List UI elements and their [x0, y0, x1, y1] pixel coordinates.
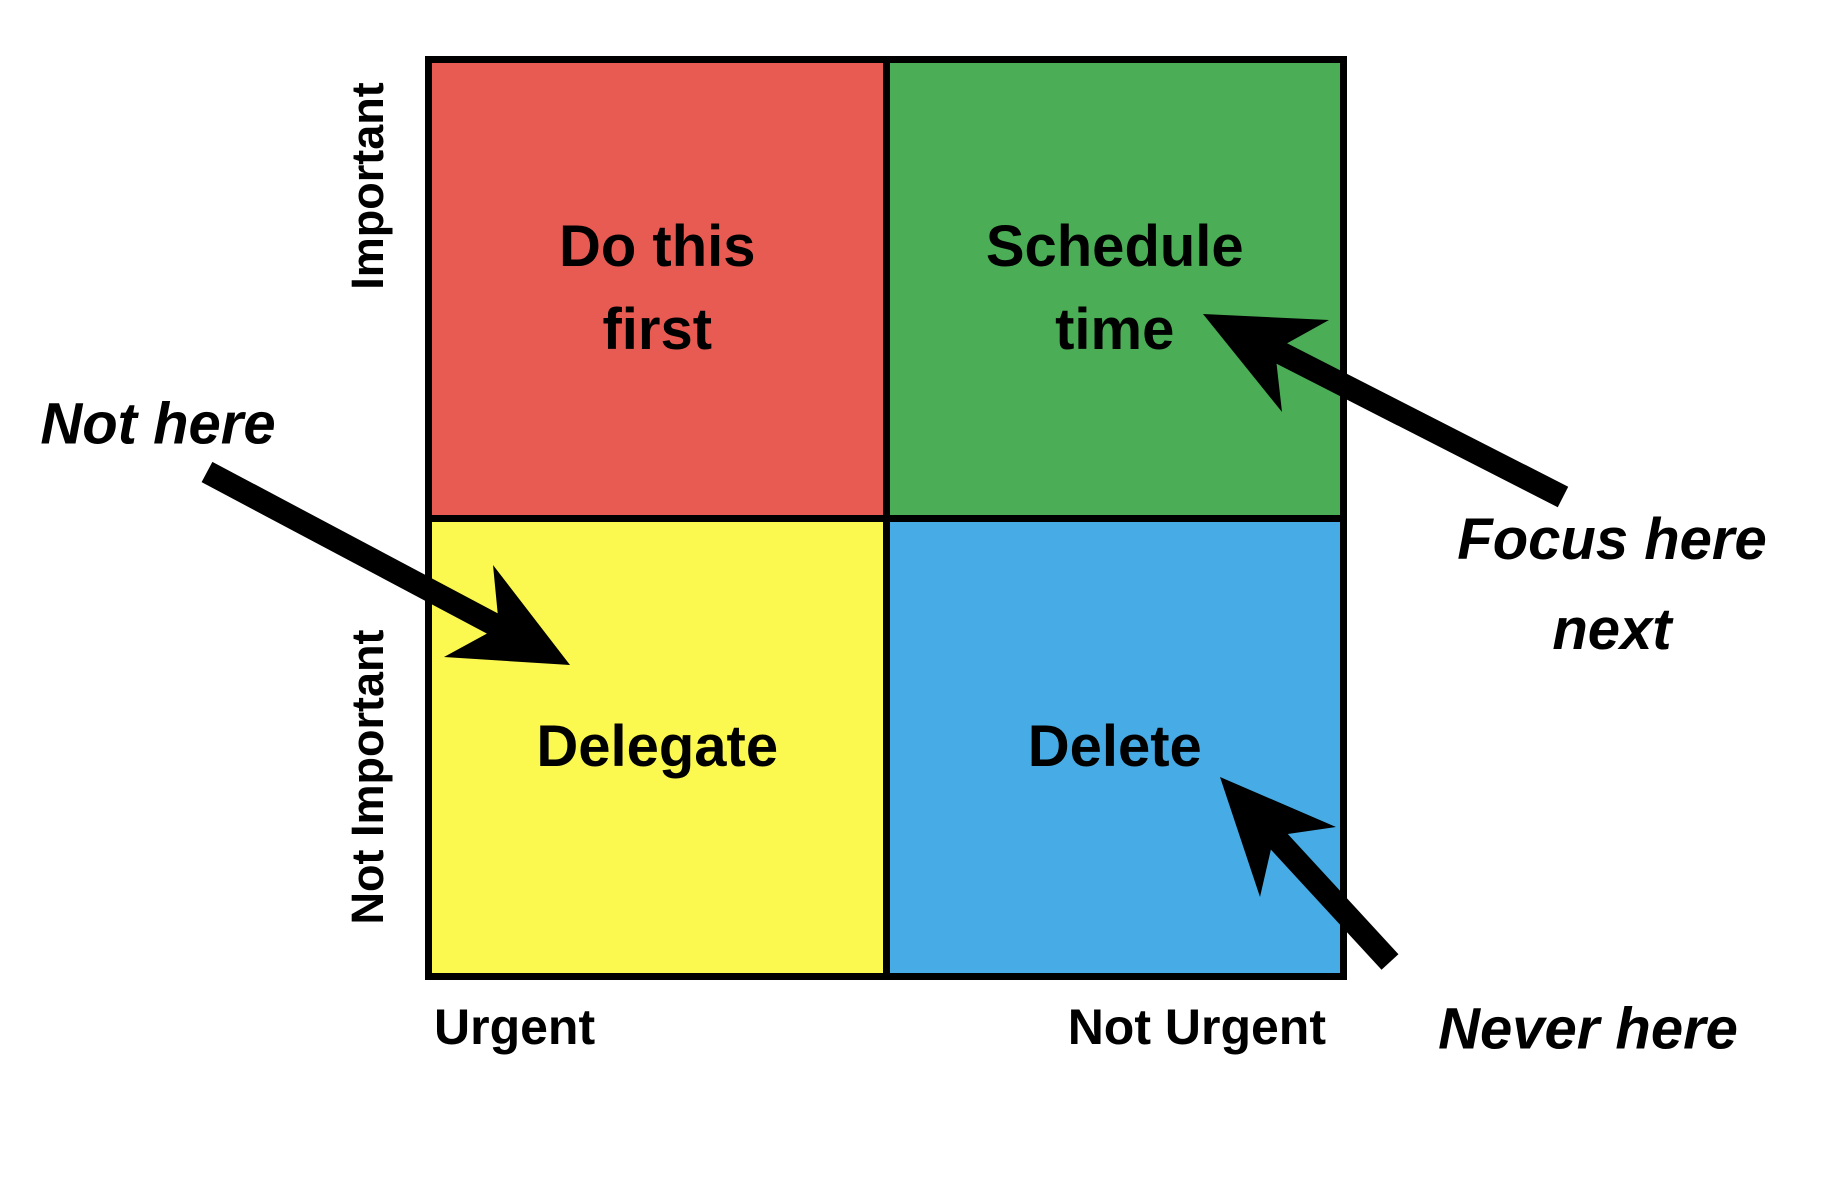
quadrant-label-line: time — [1055, 296, 1175, 362]
quadrant-label-line: Do this — [558, 214, 756, 280]
y-axis-label-not-important: Not Important — [342, 629, 393, 925]
quadrant-label-line: Delegate — [536, 714, 779, 780]
quadrant-do-this-first: Do this first — [432, 63, 883, 515]
annotation-not-here: Not here — [40, 391, 276, 457]
quadrant-schedule-time: Schedule time — [889, 63, 1340, 515]
quadrant-delegate: Delegate — [432, 521, 883, 973]
annotation-line: next — [1552, 597, 1672, 662]
annotation-line: Focus here — [1457, 507, 1767, 573]
quadrant-label-line: Delete — [1027, 714, 1202, 780]
quadrant-label-line: first — [602, 296, 713, 362]
quadrant-label-line: Schedule — [985, 214, 1244, 280]
x-axis-label-not-urgent: Not Urgent — [1067, 999, 1326, 1055]
annotation-focus-here-next: Focus here next — [1457, 495, 1766, 675]
matrix-grid: Do this first Schedule time Delegate Del… — [425, 56, 1347, 980]
annotation-never-here: Never here — [1438, 996, 1738, 1062]
x-axis-label-urgent: Urgent — [434, 999, 596, 1055]
quadrant-delete: Delete — [889, 521, 1340, 973]
y-axis-label-important: Important — [342, 82, 393, 290]
